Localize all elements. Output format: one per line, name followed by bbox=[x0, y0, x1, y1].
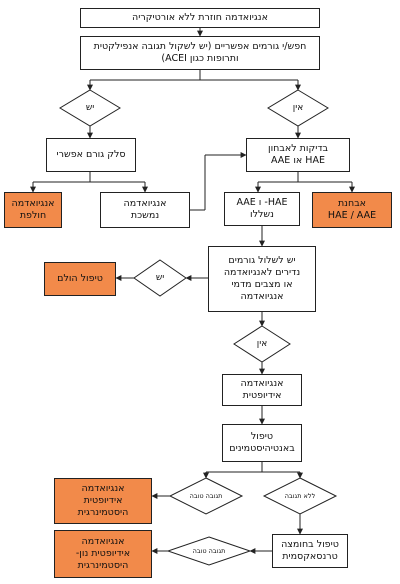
none2-label: אין bbox=[256, 339, 268, 349]
yes1-label: יש bbox=[85, 103, 95, 113]
decision-diamond-no-response bbox=[262, 477, 338, 515]
decision-diamond-yes1 bbox=[59, 89, 121, 127]
alt-angioedema-box: אנגיואדמה חולפת bbox=[4, 192, 62, 228]
decision-diamond-good1 bbox=[168, 477, 244, 515]
decision-diamond-none1 bbox=[267, 89, 329, 127]
decision-diamond-none2 bbox=[233, 325, 291, 363]
tests-box: בדיקות לאבחון HAE או AAE bbox=[246, 138, 350, 172]
appropriate-treatment-box: טיפול הולם bbox=[44, 262, 116, 296]
idiopathic-histaminergic-box: אנגיואדמה אידיופטית היסטמינרגית bbox=[54, 478, 152, 524]
idiopathic-box: אנגיואדמה אידיופטית bbox=[222, 374, 302, 406]
consider-rare-causes-box: יש לשלול גורמים נדירים לאנגיואדמה או מצב… bbox=[208, 246, 316, 312]
yes2-label: יש bbox=[155, 273, 165, 283]
search-triggers-box: חפש/י גורמים אפשריים (יש לשקול תגובה אנפ… bbox=[80, 36, 320, 70]
remove-trigger-box: סלק גורם אפשרי bbox=[46, 138, 136, 172]
title-box: אנגיואדמה חוזרת ללא אורטיקריה bbox=[80, 8, 320, 28]
none1-label: אין bbox=[292, 103, 304, 113]
diagnosis-hae-box: אבחנת HAE / AAE bbox=[312, 192, 392, 228]
decision-diamond-yes2 bbox=[133, 259, 187, 297]
no-response-label: ללא תגובה bbox=[284, 492, 316, 500]
persistent-angioedema-box: אנגיואדמה נמשכת bbox=[100, 192, 190, 228]
idiopathic-nonhistaminergic-box: אנגיואדמה אידיופטית נון- היסטמינרגית bbox=[54, 530, 152, 578]
decision-diamond-good2 bbox=[166, 536, 252, 566]
tranexamic-box: טיפול בחומצה טרנסאקסמית bbox=[272, 534, 348, 568]
hae-excluded-box: HAE- ו AAE נשללו bbox=[224, 192, 300, 226]
good-response1-label: תגובה טובה bbox=[189, 492, 223, 500]
good-response2-label: תגובה טובה bbox=[192, 547, 226, 555]
antihistamine-box: טיפול באנטיהיסטמינים bbox=[222, 424, 302, 462]
